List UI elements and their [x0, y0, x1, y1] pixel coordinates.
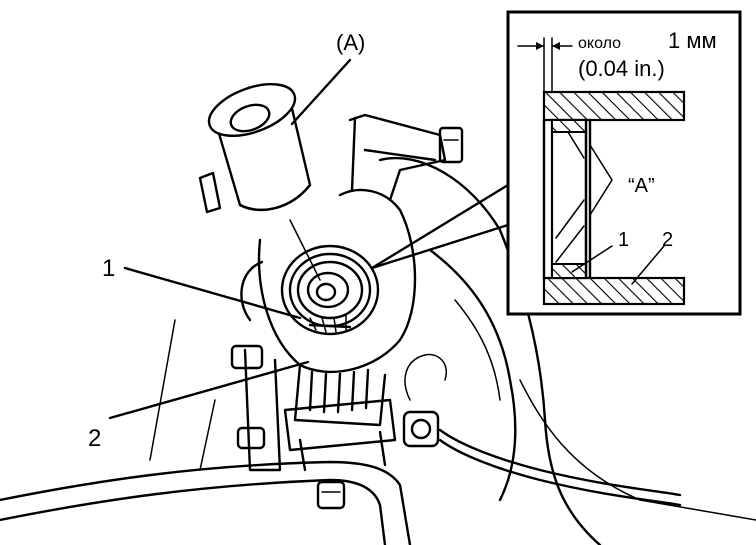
tool-label: (A) [336, 30, 365, 55]
leader-lines [108, 58, 510, 420]
housing-body [0, 113, 756, 545]
bearing-seal [280, 244, 380, 336]
installer-tool [198, 83, 321, 281]
dimension-prefix: около [578, 35, 621, 52]
dimension-inches: (0.04 in.) [578, 56, 665, 81]
detail-inset [506, 10, 742, 316]
part-2-label: 2 [88, 425, 101, 452]
part-1-label: 1 [102, 255, 115, 282]
inset-part-1-label: 1 [618, 229, 629, 251]
inset-gap-label: “A” [628, 175, 655, 197]
inset-part-2-label: 2 [662, 229, 673, 251]
dimension-value: 1 мм [668, 28, 717, 53]
